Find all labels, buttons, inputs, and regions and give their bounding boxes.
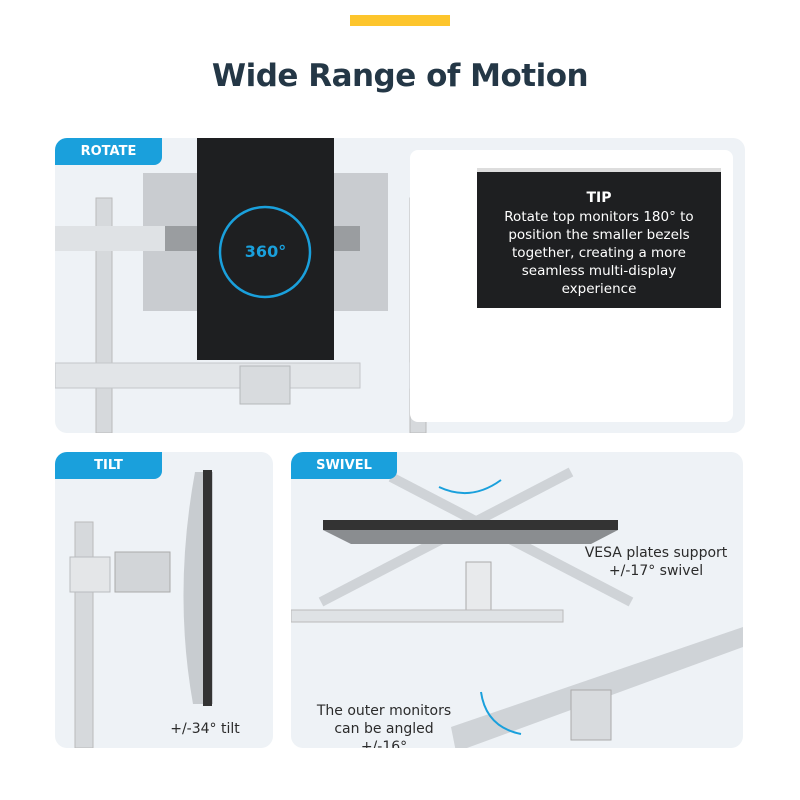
rotate-illustration bbox=[55, 138, 696, 433]
tip-body: Rotate top monitors 180° to position the… bbox=[504, 209, 694, 297]
swivel-badge: SWIVEL bbox=[291, 452, 397, 479]
tip-monitor: TIP Rotate top monitors 180° to position… bbox=[477, 168, 721, 308]
swivel-panel: SWIVEL VESA plates support +/-17° swivel… bbox=[291, 452, 743, 748]
outer-caption: The outer monitors can be angled +/-16° bbox=[309, 702, 459, 748]
vesa-caption-line-2: +/-17° swivel bbox=[608, 563, 704, 579]
tilt-panel: TILT +/-34° tilt bbox=[55, 452, 273, 748]
accent-bar bbox=[350, 15, 450, 26]
rotate-badge: ROTATE bbox=[55, 138, 162, 165]
swivel-illustration bbox=[291, 467, 743, 748]
tilt-illustration bbox=[69, 470, 213, 748]
tilt-badge: TILT bbox=[55, 452, 162, 479]
vesa-caption: VESA plates support +/-17° swivel bbox=[581, 544, 731, 580]
outer-caption-line-1: The outer monitors bbox=[316, 703, 452, 719]
rotate-degrees-label: 360° bbox=[244, 242, 287, 261]
tilt-caption: +/-34° tilt bbox=[170, 721, 240, 737]
vesa-caption-line-1: VESA plates support bbox=[584, 545, 728, 561]
page-title: Wide Range of Motion bbox=[211, 58, 589, 94]
outer-caption-line-2: can be angled +/-16° bbox=[334, 721, 434, 748]
tip-title: TIP bbox=[586, 190, 612, 206]
